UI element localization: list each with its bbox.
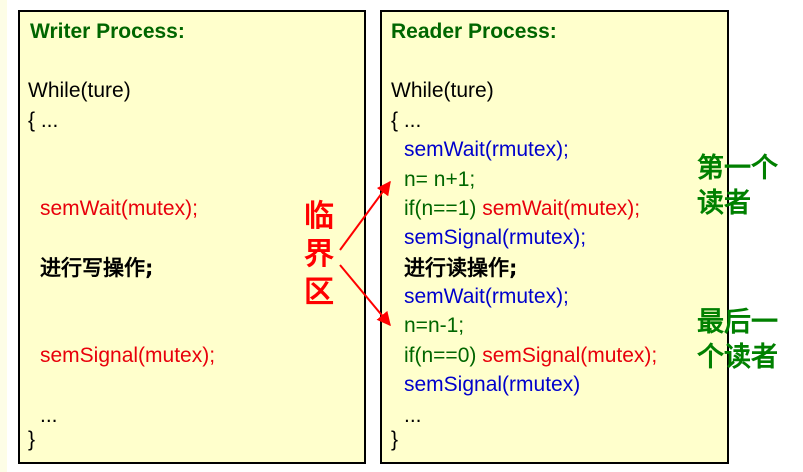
reader-ellipsis: ... [404, 404, 422, 427]
last-reader-label-line-1: 最后一 [697, 307, 778, 338]
reader-if-last-call: semSignal(mutex); [476, 344, 658, 367]
reader-semsignal-rmutex-1: semSignal(rmutex); [404, 226, 587, 249]
arrow-to-first-reader [339, 180, 391, 251]
first-reader-label-line-2: 读者 [697, 188, 751, 219]
writer-semwait: semWait(mutex); [40, 197, 198, 220]
reader-if-first-call: semWait(mutex); [476, 197, 641, 220]
reader-semsignal-rmutex-2: semSignal(rmutex) [404, 373, 581, 396]
last-reader-label-line-2: 个读者 [697, 342, 778, 373]
writer-operation: 进行写操作; [40, 256, 154, 280]
reader-if-first: if(n==1) semWait(mutex); [404, 197, 640, 221]
arrow-to-last-reader [339, 264, 391, 327]
reader-decrement: n=n-1; [404, 314, 465, 337]
writer-close-brace: } [28, 428, 36, 451]
reader-while: While(ture) [391, 79, 494, 102]
reader-semwait-rmutex-2: semWait(rmutex); [404, 285, 569, 308]
writer-process-box: Writer Process: While(ture) { ... semWai… [18, 10, 366, 464]
writer-semsignal: semSignal(mutex); [40, 344, 216, 367]
reader-if-first-cond: if(n==1) [404, 197, 477, 220]
left-margin-strip [0, 0, 7, 472]
reader-title: Reader Process: [391, 20, 557, 43]
critical-section-char-1: 临 [304, 199, 334, 234]
writer-open-brace: { ... [28, 109, 59, 132]
critical-section-char-2: 界 [304, 237, 334, 272]
critical-section-char-3: 区 [304, 275, 334, 310]
reader-operation: 进行读操作; [404, 256, 518, 280]
reader-close-brace: } [391, 428, 399, 451]
writer-ellipsis: ... [40, 404, 58, 427]
reader-increment: n= n+1; [404, 168, 476, 191]
writer-title: Writer Process: [30, 20, 185, 43]
writer-while: While(ture) [28, 79, 131, 102]
reader-semwait-rmutex-1: semWait(rmutex); [404, 138, 569, 161]
reader-open-brace: { ... [391, 109, 422, 132]
reader-if-last: if(n==0) semSignal(mutex); [404, 344, 657, 368]
first-reader-label-line-1: 第一个 [697, 153, 778, 184]
reader-process-box: Reader Process: While(ture) { ... semWai… [380, 10, 729, 464]
reader-if-last-cond: if(n==0) [404, 344, 477, 367]
